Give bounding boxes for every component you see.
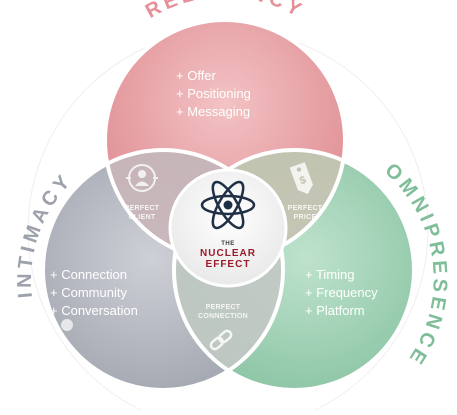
perfect-connection-label-1: PERFECT bbox=[206, 304, 241, 311]
intimacy-item-conversation: + Conversation bbox=[50, 303, 138, 318]
intimacy-item-community: + Community bbox=[50, 285, 127, 300]
perfect-price-label-1: PERFECT bbox=[288, 205, 323, 212]
atom-icon bbox=[200, 180, 256, 230]
perfect-connection-label-2: CONNECTION bbox=[198, 313, 248, 320]
center-title-the: THE bbox=[221, 241, 235, 247]
intimacy-item-connection: + Connection bbox=[50, 267, 127, 282]
omnipresence-item-frequency: + Frequency bbox=[305, 285, 378, 300]
relevancy-item-positioning: + Positioning bbox=[176, 86, 251, 101]
perfect-price-label-2: PRICE bbox=[294, 214, 317, 221]
center-disc bbox=[168, 168, 288, 288]
relevancy-item-messaging: + Messaging bbox=[176, 104, 250, 119]
price-tag-icon: $ bbox=[289, 162, 313, 194]
chain-link-icon bbox=[209, 329, 233, 351]
person-target-icon bbox=[126, 164, 158, 192]
perfect-client-label-2: CLIENT bbox=[128, 214, 155, 221]
relevancy-item-offer: + Offer bbox=[176, 68, 217, 83]
omnipresence-item-platform: + Platform bbox=[305, 303, 365, 318]
omnipresence-item-timing: + Timing bbox=[305, 267, 355, 282]
center-title-nuclear: NUCLEAR bbox=[200, 248, 256, 259]
light-flare bbox=[61, 319, 73, 331]
svg-text:$: $ bbox=[298, 174, 308, 187]
center-title-effect: EFFECT bbox=[206, 259, 251, 270]
perfect-client-label-1: PERFECT bbox=[125, 205, 160, 212]
